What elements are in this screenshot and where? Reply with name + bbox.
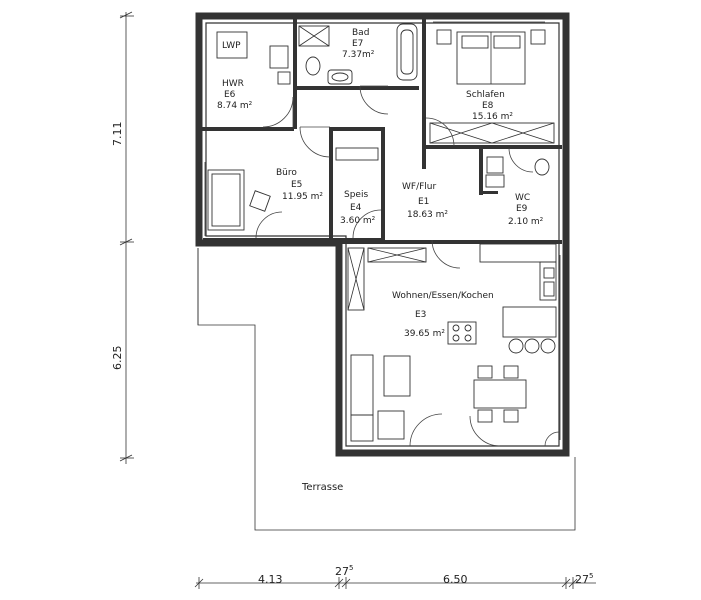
terrace-label: Terrasse: [301, 482, 343, 493]
hwr-code: E6: [224, 90, 236, 100]
dim-bottom-2: 27: [335, 565, 349, 578]
wohnen-name: Wohnen/Essen/Kochen: [392, 291, 494, 301]
wardrobe: [429, 122, 555, 144]
interior-walls: [199, 19, 562, 244]
dim-left-lower: 6.25: [111, 346, 124, 371]
wc-code: E9: [516, 204, 528, 214]
lwp-label: LWP: [222, 41, 241, 51]
room-schlafen: Schlafen E8 15.16 m²: [466, 90, 513, 122]
dim-bottom-3: 6.50: [443, 573, 468, 586]
terrace-label-group: Terrasse: [301, 482, 343, 493]
office-fixtures: [207, 169, 271, 231]
schlafen-name: Schlafen: [466, 90, 505, 100]
bottom-dimension: 4.13 27 5 6.50 27 5: [194, 564, 596, 589]
buero-name: Büro: [276, 168, 297, 178]
kitchen-fixtures: [347, 243, 557, 354]
doors: [255, 85, 560, 447]
bathroom-fixtures: [298, 23, 418, 85]
room-hwr: HWR E6 8.74 m²: [217, 79, 253, 111]
room-label-lwp: LWP: [222, 41, 241, 51]
wohnen-area: 39.65 m²: [404, 329, 445, 339]
bad-area: 7.37m²: [342, 50, 375, 60]
dim-bottom-4: 27: [575, 573, 589, 586]
wc-area: 2.10 m²: [508, 217, 544, 227]
room-buero: Büro E5 11.95 m²: [276, 168, 323, 202]
room-wc: WC E9 2.10 m²: [508, 193, 544, 227]
left-dimension: 7.11 6.25: [111, 11, 134, 464]
wc-name: WC: [515, 193, 530, 203]
buero-code: E5: [291, 180, 302, 190]
exterior-walls: [195, 12, 570, 457]
room-speis: Speis E4 3.60 m²: [340, 190, 376, 226]
wc-fixtures: [485, 156, 550, 188]
speis-area: 3.60 m²: [340, 216, 376, 226]
dim-bottom-2-sup: 5: [349, 564, 353, 572]
speis-code: E4: [350, 203, 362, 213]
double-bed: [436, 29, 546, 85]
flur-code: E1: [418, 197, 429, 207]
room-wohnen: Wohnen/Essen/Kochen E3 39.65 m²: [392, 291, 494, 339]
dim-left-upper: 7.11: [111, 122, 124, 147]
buero-area: 11.95 m²: [282, 192, 323, 202]
bad-code: E7: [352, 39, 363, 49]
schlafen-code: E8: [482, 101, 494, 111]
terrace-outline: [197, 248, 576, 531]
room-flur: WF/Flur E1 18.63 m²: [402, 182, 448, 220]
pantry-shelf: [335, 147, 379, 161]
living-furniture: [350, 354, 527, 442]
hwr-area: 8.74 m²: [217, 101, 253, 111]
bad-name: Bad: [352, 28, 369, 38]
flur-area: 18.63 m²: [407, 210, 448, 220]
hwr-name: HWR: [222, 79, 244, 89]
wohnen-code: E3: [415, 310, 426, 320]
speis-name: Speis: [344, 190, 368, 200]
room-bad: Bad E7 7.37m²: [342, 28, 375, 60]
dim-bottom-4-sup: 5: [589, 572, 593, 580]
schlafen-area: 15.16 m²: [472, 112, 513, 122]
windows: [198, 15, 567, 453]
dim-bottom-1: 4.13: [258, 573, 283, 586]
hwr-fixtures: [216, 31, 291, 85]
flur-name: WF/Flur: [402, 182, 436, 192]
